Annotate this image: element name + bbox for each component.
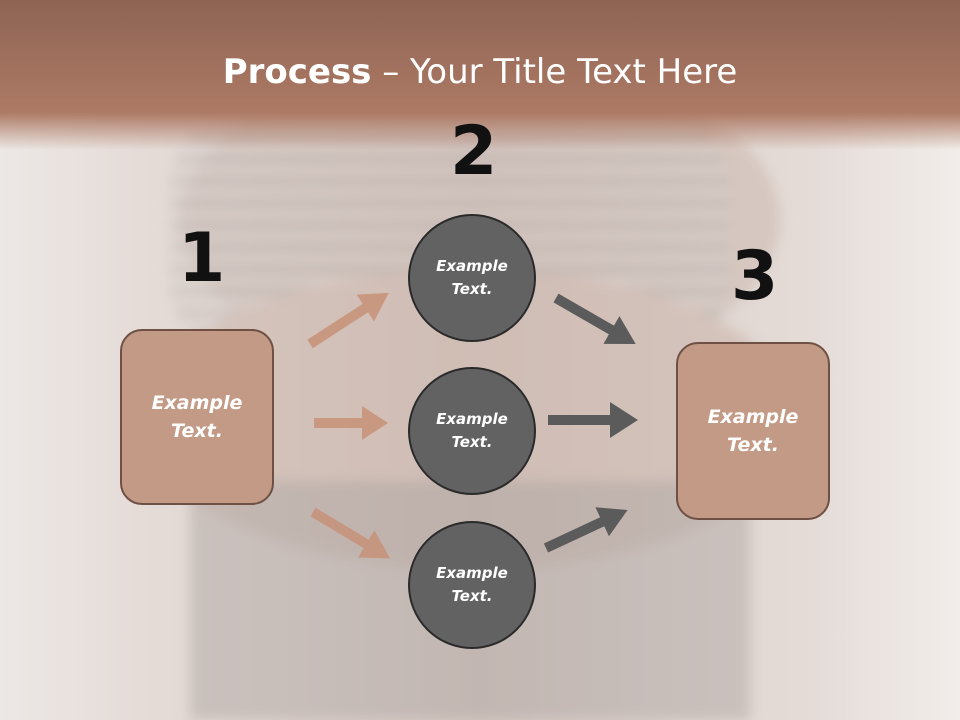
- step-3-text: Example Text.: [707, 405, 799, 457]
- node-circle-top-text: Example Text.: [436, 256, 508, 298]
- title-bold: Process: [222, 52, 372, 92]
- node-circle-bottom: Example Text.: [408, 521, 536, 649]
- step-number-1: 1: [178, 219, 226, 298]
- title-rest: – Your Title Text Here: [371, 52, 738, 92]
- node-circle-top: Example Text.: [408, 214, 536, 342]
- node-circle-middle: Example Text.: [408, 367, 536, 495]
- arrow-left-to-bottom: [310, 507, 391, 559]
- title-band: [0, 0, 960, 150]
- node-circle-middle-text: Example Text.: [436, 409, 508, 451]
- node-circle-bottom-text: Example Text.: [436, 563, 508, 605]
- arrow-top-to-right: [553, 293, 636, 344]
- slide-title: Process – Your Title Text Here: [0, 52, 960, 92]
- step-number-2: 2: [450, 112, 498, 191]
- step-number-3: 3: [731, 237, 779, 316]
- arrow-middle-to-right: [548, 402, 638, 438]
- step-1-box: Example Text.: [120, 329, 274, 505]
- step-3-box: Example Text.: [676, 342, 830, 520]
- arrow-bottom-to-right: [543, 507, 628, 553]
- arrow-left-to-top: [307, 292, 389, 349]
- arrow-left-to-middle: [314, 406, 388, 440]
- step-1-text: Example Text.: [151, 391, 243, 443]
